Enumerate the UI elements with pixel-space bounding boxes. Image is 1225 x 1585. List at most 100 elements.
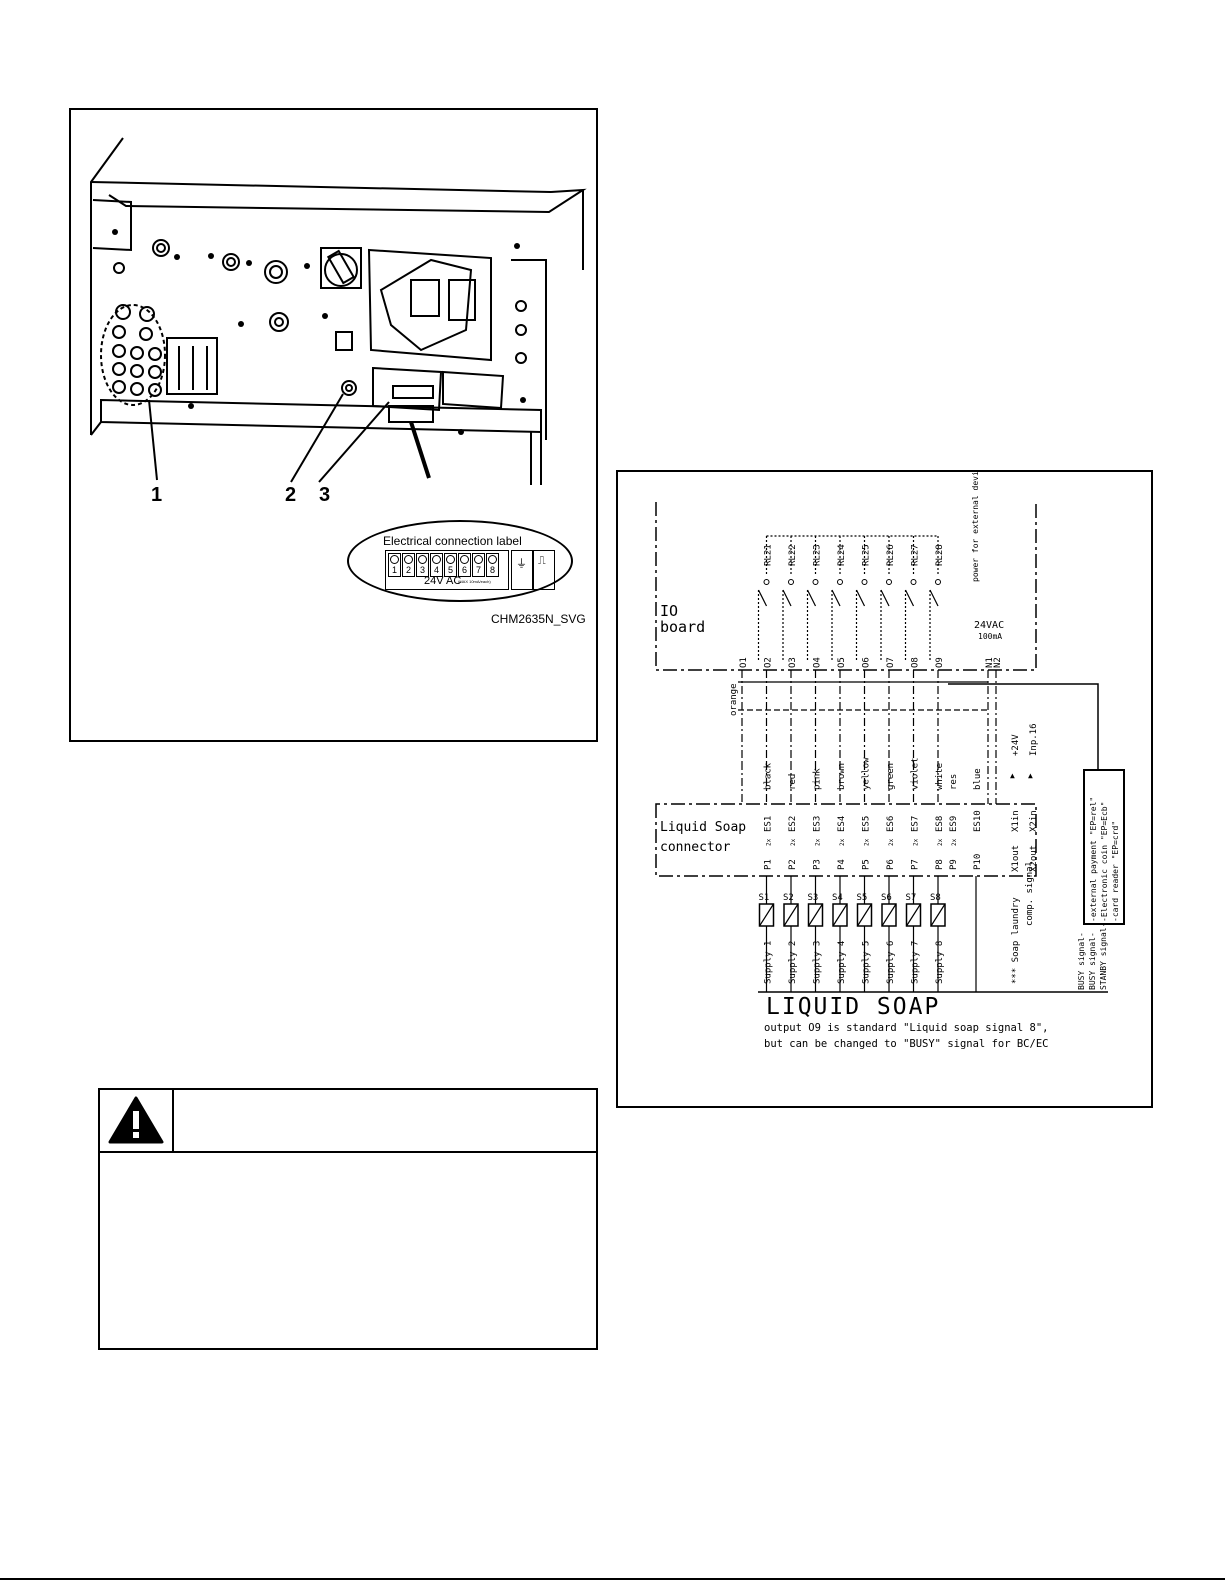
warning-triangle-icon	[108, 1096, 164, 1144]
wire-color-label: violet	[911, 757, 921, 790]
x-in-label: X1in	[1011, 810, 1021, 832]
callout-3: 3	[319, 484, 331, 506]
es-pin-label: ES7	[911, 816, 921, 832]
relay-contact-icon	[763, 579, 770, 585]
terminal-screw-icon	[418, 555, 427, 564]
s-pin-label: S6	[881, 893, 892, 903]
busy-box-text: -external payment "EP=rel"	[1089, 797, 1098, 922]
terminal-number: 6	[461, 565, 467, 575]
output-label: O9	[935, 657, 945, 668]
pin-mark: 2x	[766, 838, 773, 846]
power-note: power for external device	[971, 472, 980, 582]
power-pin-label: N1	[985, 657, 995, 668]
note-line-1: output O9 is standard "Liquid soap signa…	[764, 1022, 1049, 1034]
warning-box	[98, 1088, 598, 1350]
supply-label: Supply 4	[837, 941, 847, 984]
terminal-screw-icon	[404, 555, 413, 564]
io-board-label-line2: board	[660, 618, 706, 636]
es-pin-label: ES6	[886, 816, 896, 832]
supply-label: Supply 5	[862, 941, 872, 984]
p-pin-label: P5	[862, 859, 872, 870]
label-small-note: (MAX 10mA/each)	[458, 579, 491, 584]
terminal-screw-icon	[474, 555, 483, 564]
s-pin-label: S2	[783, 893, 794, 903]
diagram-title: LIQUID SOAP	[766, 994, 941, 1020]
relay-contact-icon	[910, 579, 917, 585]
s-pin-label: S4	[832, 893, 843, 903]
p-pin-label: P4	[837, 859, 847, 870]
wire-color-label: brown	[837, 763, 847, 790]
s-pin-label: S1	[759, 893, 770, 903]
solenoid-diagonal	[881, 903, 897, 927]
relay-label: RL21	[764, 544, 774, 566]
solenoid-diagonal	[930, 903, 946, 927]
p-pin-label: P2	[788, 859, 798, 870]
label-terminal-3: 3	[416, 553, 429, 577]
relay-switch-blade	[855, 589, 866, 607]
p-pin-label: P10	[973, 854, 983, 870]
label-title: Electrical connection label	[383, 534, 522, 548]
solenoid-diagonal	[856, 903, 873, 927]
es-pin-label: ES3	[813, 816, 823, 832]
note-line-2: but can be changed to "BUSY" signal for …	[764, 1038, 1049, 1050]
supply-label: Supply 7	[911, 941, 921, 984]
relay-label: RL25	[862, 544, 872, 566]
pin-mark: 2x	[864, 838, 871, 846]
arrow-up-icon: ▲	[1010, 771, 1015, 780]
label-terminal-6: 6	[458, 553, 471, 577]
relay-contact-icon	[935, 579, 941, 585]
power-spec-line1: 24VAC	[974, 620, 1005, 631]
pin-mark: 2x	[913, 838, 920, 846]
output-label: O6	[862, 657, 872, 668]
relay-switch-blade	[757, 589, 768, 607]
es-pin-label: ES1	[764, 816, 774, 832]
relay-label: RL27	[911, 544, 921, 566]
p-pin-label: P3	[813, 859, 823, 870]
supply-label: Supply 6	[886, 941, 896, 984]
es-pin-label: ES2	[788, 816, 798, 832]
terminal-number: 2	[405, 565, 411, 575]
soap-signal-label: comp. signal	[1025, 861, 1035, 926]
output-label: O5	[837, 657, 847, 668]
es-pin-label: ES9	[949, 816, 959, 832]
switch-icon: ⎍	[538, 555, 546, 567]
terminal-number: 8	[489, 565, 495, 575]
output-label: O8	[911, 657, 921, 668]
wire-color-label: red	[788, 774, 798, 790]
label-terminal-8: 8	[486, 553, 499, 577]
solenoid-diagonal	[832, 903, 848, 927]
supply-label: Supply 8	[935, 941, 945, 984]
supply-label: Supply 1	[764, 941, 774, 984]
pin-mark: 2x	[937, 838, 944, 846]
pin-mark: 2x	[815, 838, 822, 846]
relay-switch-blade	[831, 589, 841, 607]
relay-contact-icon	[861, 579, 868, 585]
soap-signal-label: *** Soap laundry	[1011, 897, 1021, 984]
signal-arrow-label: +24V	[1011, 734, 1021, 756]
solenoid-diagonal	[905, 903, 922, 927]
ground-icon: ⏚	[516, 558, 527, 570]
relay-contact-icon	[812, 579, 819, 585]
relay-label: RL26	[886, 544, 896, 566]
terminal-screw-icon	[460, 555, 469, 564]
pin-mark: 2x	[888, 838, 895, 846]
busy-signal-label: BUSY signal-	[1077, 932, 1086, 990]
terminal-screw-icon	[488, 555, 497, 564]
output-label: O1	[739, 657, 749, 668]
terminal-number: 4	[433, 565, 439, 575]
pin-mark: 2x	[839, 838, 846, 846]
arrow-up-icon: ▲	[1028, 771, 1033, 780]
p-pin-label: P9	[949, 859, 959, 870]
io-board-label-line1: IO	[660, 602, 679, 620]
es-pin-label: ES5	[862, 816, 872, 832]
power-pin-label: N2	[993, 657, 1003, 668]
output-label: O3	[788, 657, 798, 668]
relay-contact-icon	[837, 579, 843, 585]
wire-color-label: pink	[813, 768, 823, 790]
wire-color-label: black	[764, 762, 774, 790]
pin-mark: 2x	[790, 838, 797, 846]
s-pin-label: S3	[808, 893, 819, 903]
